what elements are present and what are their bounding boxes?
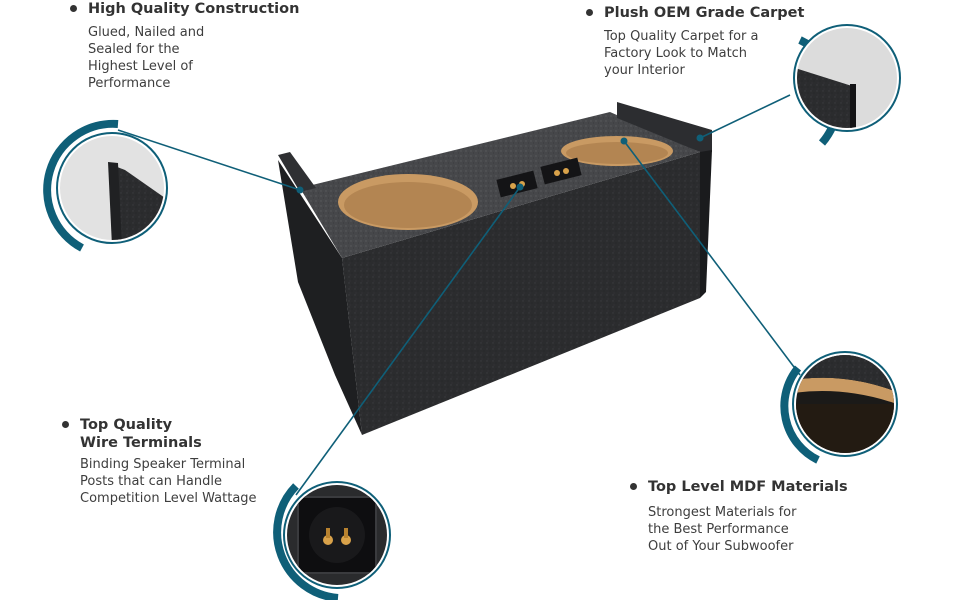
feature-title: Top Quality — [62, 416, 257, 434]
bullet-dot-icon — [586, 9, 593, 16]
construction-detail-circle — [43, 119, 168, 252]
feature-description: Strongest Materials for the Best Perform… — [648, 505, 797, 554]
mdf-detail-circle — [780, 351, 898, 464]
bullet-dot-icon — [62, 421, 69, 428]
feature-description: Glued, Nailed and Sealed for the Highest… — [88, 25, 205, 91]
subwoofer-box — [278, 102, 712, 435]
feature-description: Binding Speaker Terminal Posts that can … — [80, 457, 257, 506]
feature-description: Top Quality Carpet for a Factory Look to… — [604, 29, 759, 78]
feature-carpet: Plush OEM Grade Carpet Top Quality Carpe… — [586, 4, 804, 79]
terminals-detail-circle — [273, 481, 391, 600]
carpet-detail-circle — [793, 24, 901, 146]
feature-construction: High Quality Construction Glued, Nailed … — [70, 0, 299, 92]
feature-title: High Quality Construction — [70, 0, 299, 18]
bullet-dot-icon — [70, 5, 77, 12]
feature-terminals: Top Quality Wire Terminals Binding Speak… — [62, 416, 257, 507]
feature-title: Plush OEM Grade Carpet — [586, 4, 804, 22]
bullet-dot-icon — [630, 483, 637, 490]
feature-mdf: Top Level MDF Materials Strongest Materi… — [630, 478, 848, 555]
feature-title-line2: Wire Terminals — [80, 435, 202, 451]
feature-title: Top Level MDF Materials — [630, 478, 848, 496]
